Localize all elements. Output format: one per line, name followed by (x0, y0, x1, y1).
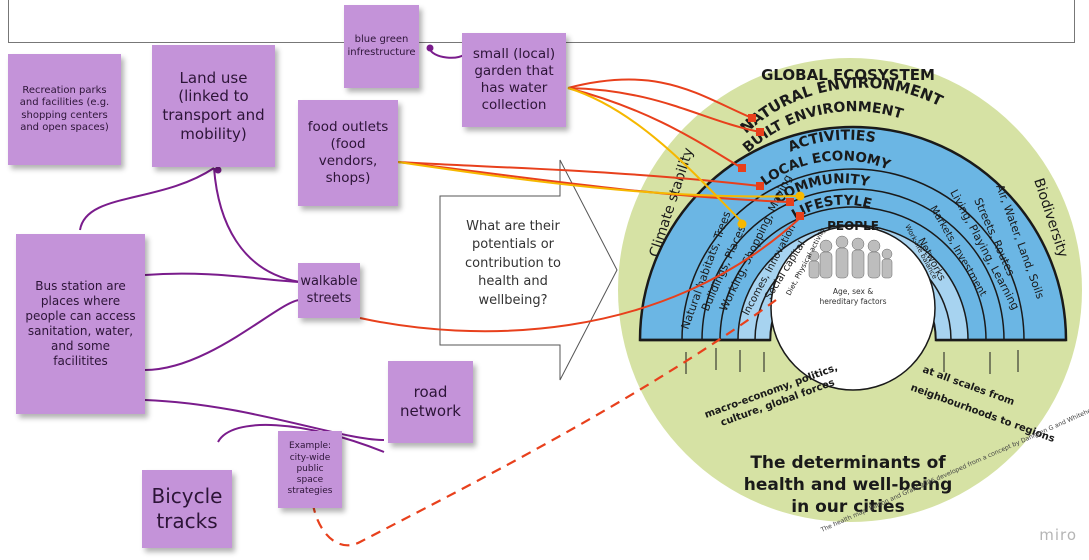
determinants-title-3: in our cities (791, 497, 904, 517)
people-silhouettes (808, 235, 893, 279)
note-land-use[interactable]: Land use (linked to transport and mobili… (152, 45, 275, 167)
determinants-title-2: health and well-being (744, 475, 952, 495)
determinants-title-1: The determinants of (750, 453, 946, 473)
people-label: PEOPLE (827, 219, 879, 233)
note-recreation[interactable]: Recreation parks and facilities (e.g. sh… (8, 54, 121, 165)
global-ecosystem-label: GLOBAL ECOSYSTEM (761, 66, 935, 84)
note-small-garden[interactable]: small (local) garden that has water coll… (462, 33, 566, 127)
note-food-outlets[interactable]: food outlets (food vendors, shops) (298, 100, 398, 206)
question-text: What are their potentials or contributio… (465, 219, 561, 308)
note-example[interactable]: Example: city-wide public space strategi… (278, 431, 342, 508)
miro-logo: miro (1039, 526, 1077, 544)
note-bicycle-tracks[interactable]: Bicycle tracks (142, 470, 232, 548)
hereditary-label: hereditary factors (819, 297, 886, 306)
note-bus-station[interactable]: Bus station are places where people can … (16, 234, 145, 414)
age-sex-label: Age, sex & (833, 287, 873, 296)
note-road-network[interactable]: road network (388, 361, 473, 443)
note-blue-green[interactable]: blue green infrestructure (344, 5, 419, 88)
note-walkable-streets[interactable]: walkable streets (298, 263, 360, 318)
